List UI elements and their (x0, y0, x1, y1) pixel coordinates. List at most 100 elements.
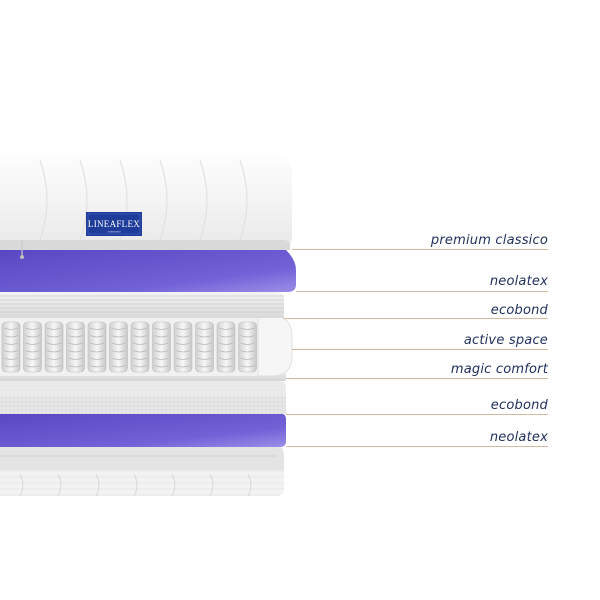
spring-coil (68, 365, 83, 368)
spring-coil (175, 327, 191, 330)
spring-coil (132, 327, 148, 330)
spring-coil (218, 335, 234, 338)
spring-coil (25, 327, 40, 330)
layer-premium-classico (0, 156, 292, 259)
base-cover (0, 446, 284, 497)
spring-coil (3, 365, 19, 368)
spring-coil (240, 335, 255, 338)
spring-coil (197, 357, 212, 360)
layer-active-space (0, 315, 293, 377)
spring-coil (175, 365, 191, 368)
spring-pocket (87, 321, 107, 373)
spring-pocket (152, 321, 171, 373)
spring-coil (175, 357, 191, 360)
spring-coil (197, 327, 212, 330)
spring-coil (132, 365, 148, 368)
spring-coil (197, 342, 212, 345)
spring-pocket (66, 321, 85, 373)
spring-pocket (44, 321, 64, 373)
spring-coil (240, 365, 255, 368)
spring-coil (68, 350, 83, 353)
label-neolatex-top: neolatex (489, 274, 548, 289)
leader-line-premium-classico (292, 249, 548, 250)
spring-pocket (173, 321, 193, 373)
spring-pocket (195, 321, 214, 373)
spring-coil (68, 335, 83, 338)
layer-ecobond-bottom (0, 381, 286, 414)
spring-coil (111, 335, 126, 338)
spring-coil (68, 342, 83, 345)
brand-badge: LINEAFLEX materassi (86, 212, 142, 236)
spring-coil (46, 365, 62, 368)
spring-coil (154, 342, 169, 345)
spring-coil (111, 350, 126, 353)
spring-pocket (1, 321, 21, 373)
spring-coil (3, 342, 19, 345)
leader-line-magic-comfort (286, 378, 548, 379)
label-ecobond-top: ecobond (490, 303, 548, 318)
leader-line-ecobond-top (284, 318, 548, 319)
spring-coil (111, 342, 126, 345)
spring-coil (25, 357, 40, 360)
leader-line-ecobond-bottom (286, 414, 548, 415)
layer-neolatex-bottom (0, 414, 286, 447)
brand-name: LINEAFLEX (88, 219, 140, 229)
spring-coil (240, 342, 255, 345)
spring-coil (175, 350, 191, 353)
spring-coil (89, 357, 105, 360)
spring-coil (25, 335, 40, 338)
spring-coil (132, 357, 148, 360)
label-magic-comfort: magic comfort (450, 362, 548, 377)
spring-coil (3, 335, 19, 338)
label-active-space: active space (463, 333, 548, 348)
leader-line-neolatex-bottom (286, 446, 548, 447)
spring-coil (218, 342, 234, 345)
spring-coil (25, 342, 40, 345)
spring-coil (175, 342, 191, 345)
spring-coil (25, 350, 40, 353)
spring-coil (240, 327, 255, 330)
spring-coil (25, 365, 40, 368)
spring-coil (89, 335, 105, 338)
layer-ecobond-top (0, 292, 284, 318)
leader-line-active-space (292, 349, 548, 350)
spring-coil (197, 365, 212, 368)
spring-coil (89, 342, 105, 345)
spring-coil (154, 335, 169, 338)
spring-coil (132, 342, 148, 345)
spring-coil (132, 335, 148, 338)
layer-neolatex-top (0, 250, 296, 292)
pocket-spring-row (1, 321, 257, 373)
spring-coil (3, 327, 19, 330)
spring-coil (68, 357, 83, 360)
spring-coil (46, 342, 62, 345)
spring-coil (89, 365, 105, 368)
leader-line-neolatex-top (296, 291, 548, 292)
spring-coil (240, 357, 255, 360)
spring-coil (218, 327, 234, 330)
spring-coil (154, 350, 169, 353)
spring-coil (154, 357, 169, 360)
spring-coil (175, 335, 191, 338)
spring-coil (46, 357, 62, 360)
spring-coil (46, 350, 62, 353)
spring-coil (197, 350, 212, 353)
spring-coil (111, 327, 126, 330)
spring-coil (68, 327, 83, 330)
label-neolatex-bottom: neolatex (489, 430, 548, 445)
spring-coil (154, 365, 169, 368)
brand-tagline: materassi (107, 230, 120, 234)
spring-pocket (130, 321, 150, 373)
spring-pocket (238, 321, 257, 373)
spring-coil (218, 350, 234, 353)
spring-coil (132, 350, 148, 353)
label-premium-classico: premium classico (430, 233, 548, 248)
spring-pocket (216, 321, 236, 373)
spring-coil (89, 327, 105, 330)
spring-coil (111, 365, 126, 368)
spring-coil (111, 357, 126, 360)
spring-pocket (109, 321, 128, 373)
spring-pocket (23, 321, 42, 373)
